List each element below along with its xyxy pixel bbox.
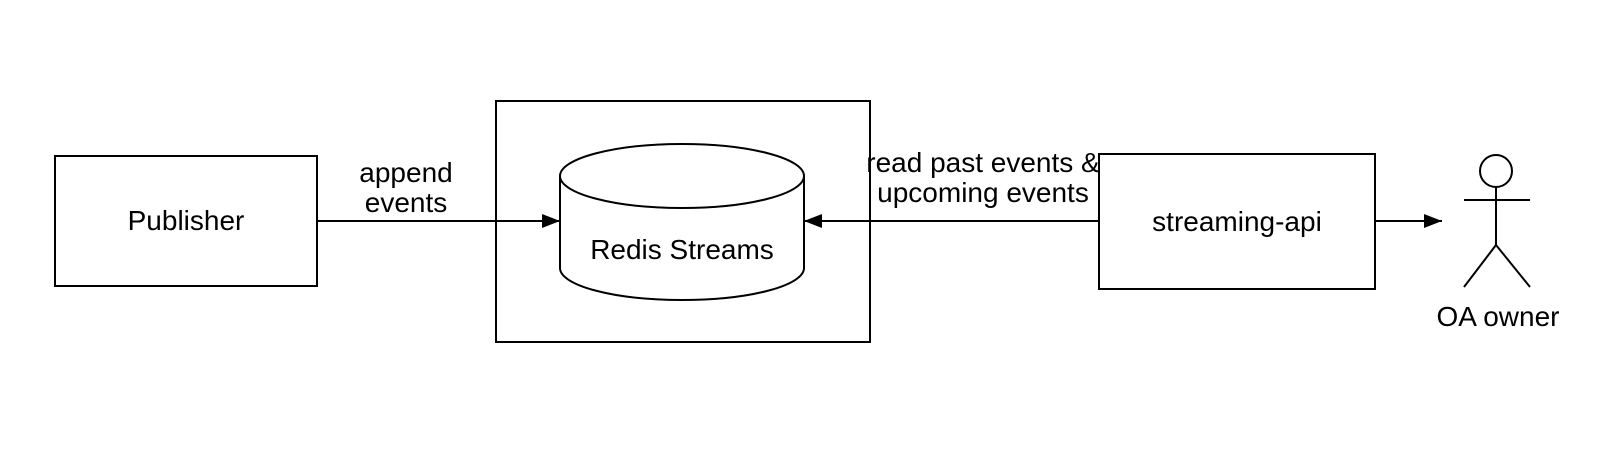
actor-left-leg	[1463, 244, 1497, 288]
edge-label-append-events-line1: append	[359, 157, 453, 188]
node-redis-container	[495, 100, 871, 343]
edge-label-read-events-line2: upcoming events	[877, 177, 1089, 208]
streaming-api-label: streaming-api	[1152, 205, 1322, 237]
publisher-label: Publisher	[127, 205, 245, 236]
edge-label-read-events-line1: read past events &	[866, 147, 1100, 178]
actor-right-leg	[1495, 244, 1531, 288]
actor-label: OA owner	[1436, 301, 1560, 332]
node-streaming-api: streaming-api	[1098, 153, 1376, 290]
redis-streams-label-wrap: Redis Streams	[560, 235, 804, 265]
redis-streams-label: Redis Streams	[590, 234, 774, 265]
actor-label-wrap: OA owner	[1407, 302, 1589, 332]
actor-figure	[1463, 154, 1531, 288]
edge-label-read-events: read past events & upcoming events	[860, 148, 1106, 208]
redis-cylinder-shape	[559, 143, 805, 301]
node-publisher: Publisher	[54, 155, 318, 287]
edge-label-append-events: append events	[317, 158, 495, 218]
edge-label-append-events-line2: events	[364, 187, 448, 218]
actor-head	[1479, 154, 1513, 188]
